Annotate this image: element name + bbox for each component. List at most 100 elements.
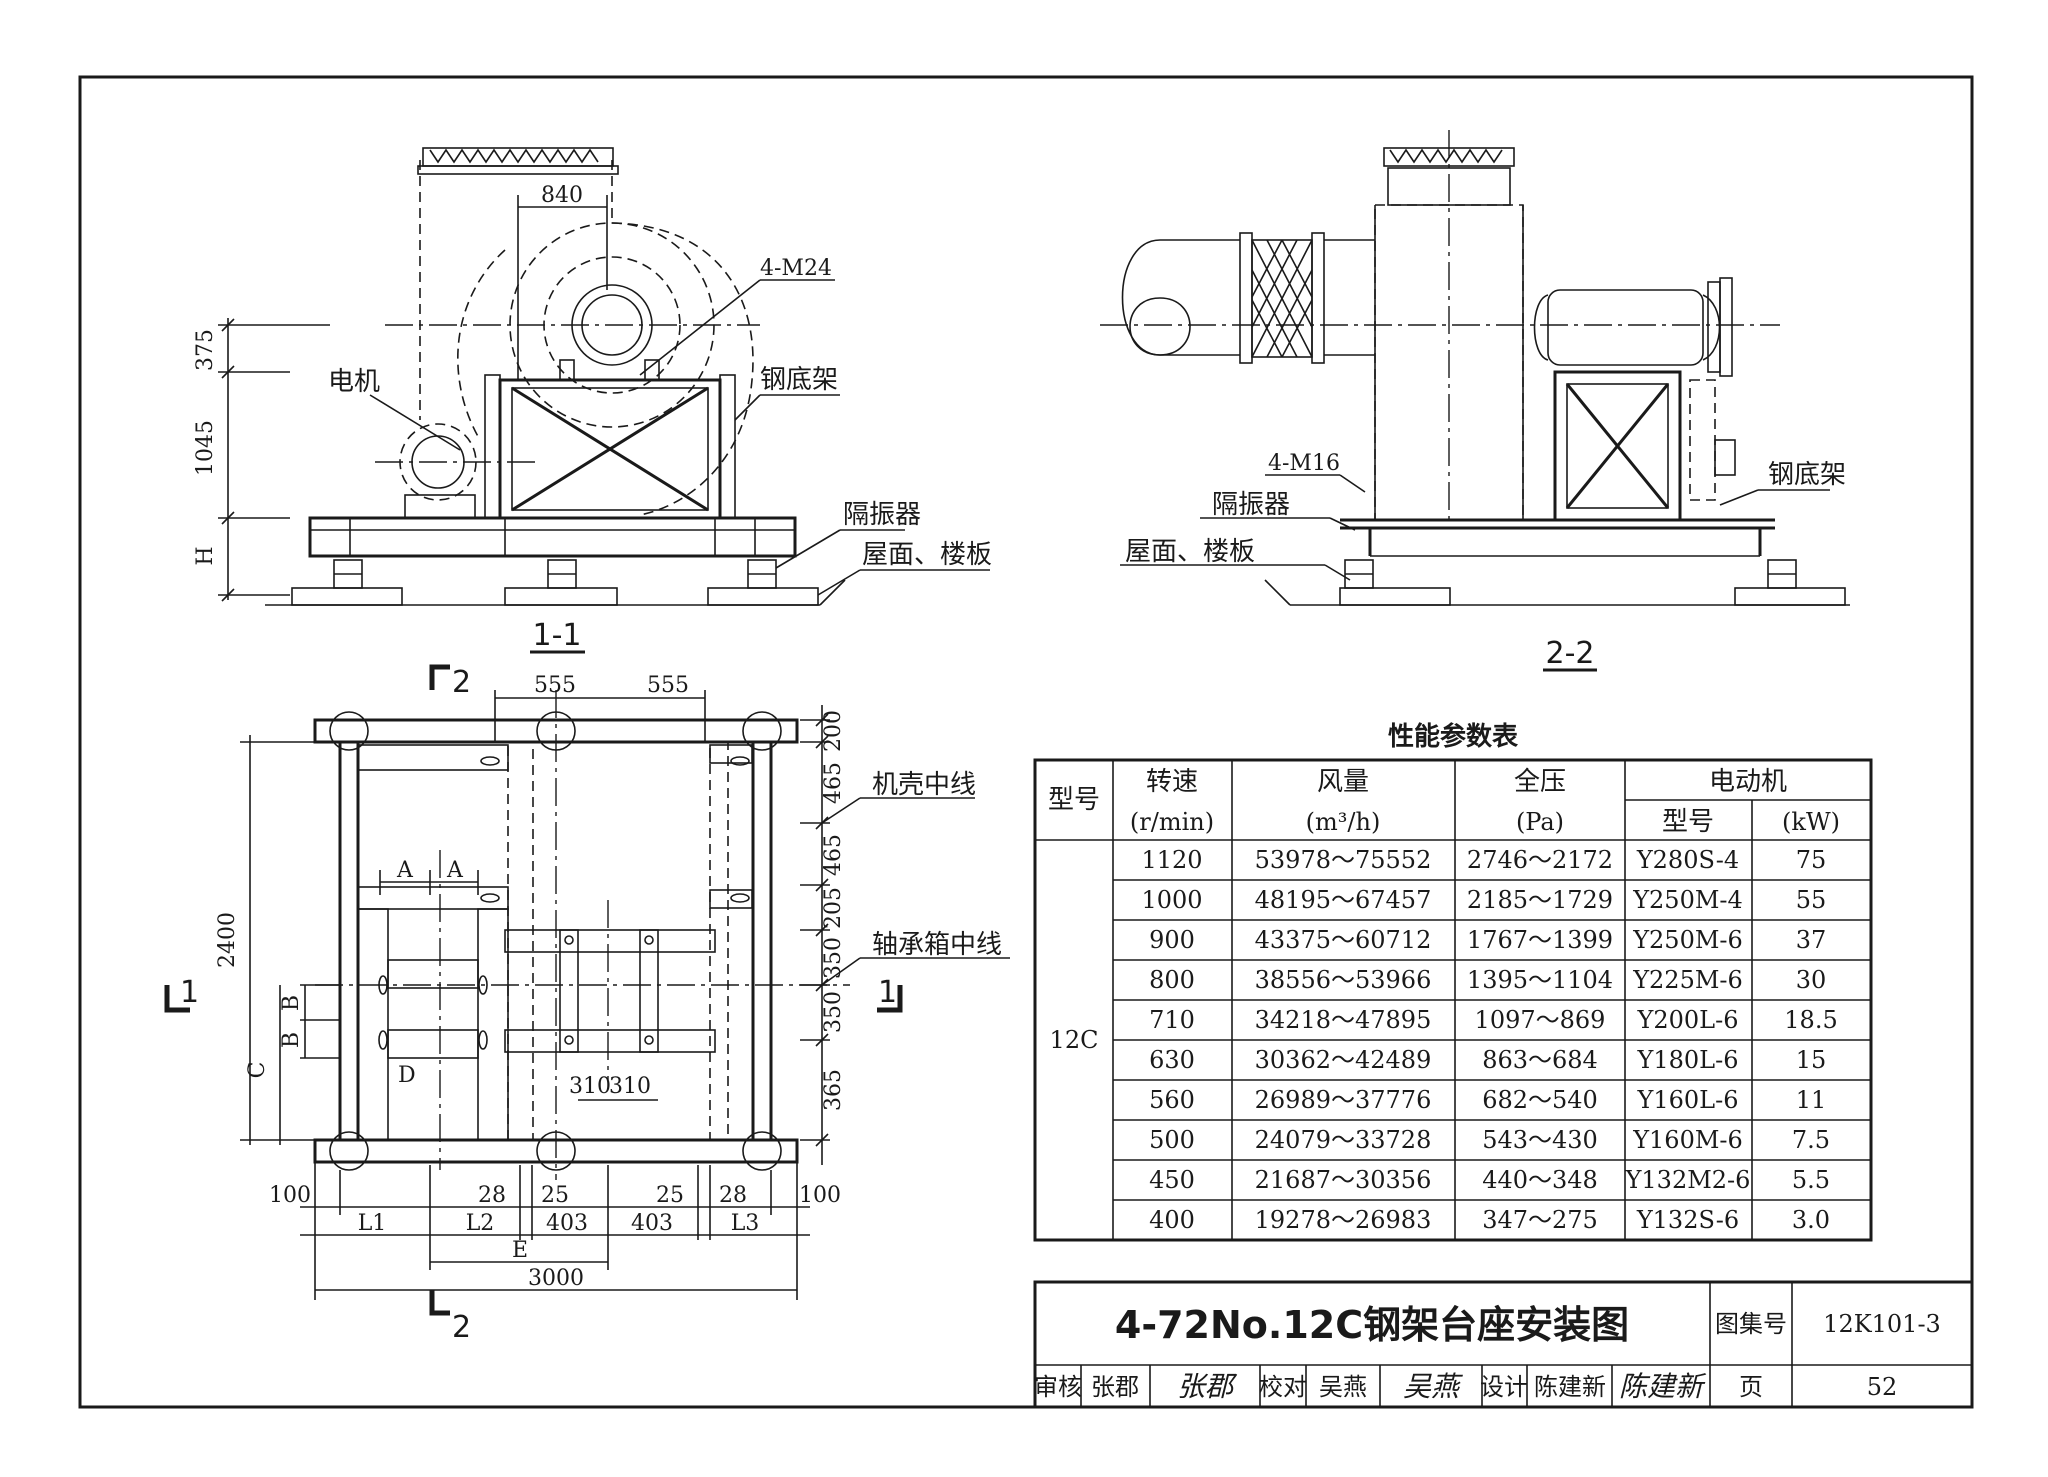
cell-motor-model: Y160L-6: [1637, 1086, 1739, 1114]
th-model: 型号: [1048, 785, 1100, 815]
cell-flow: 38556～53966: [1255, 966, 1432, 994]
check-label: 校对: [1259, 1373, 1307, 1401]
cell-motor-model: Y250M-4: [1632, 886, 1743, 914]
cell-flow: 30362～42489: [1255, 1046, 1432, 1074]
dim-b-1: B: [279, 995, 304, 1011]
cut-mark-1-left: [164, 985, 190, 1013]
cell-speed: 400: [1149, 1206, 1195, 1234]
dim-403-left: 403: [546, 1211, 588, 1236]
dim-total-3000: 3000: [528, 1266, 584, 1291]
cell-flow: 34218～47895: [1255, 1006, 1432, 1034]
cell-motor-power: 15: [1796, 1046, 1827, 1074]
table-row: 800 38556～53966 1395～1104 Y225M-6 30: [1149, 966, 1826, 994]
cell-motor-model: Y225M-6: [1632, 966, 1743, 994]
dim-top-1: 555: [534, 673, 576, 698]
cell-pressure: 863～684: [1482, 1046, 1598, 1074]
cell-pressure: 440～348: [1482, 1166, 1598, 1194]
label-frame-1-1: 钢底架: [760, 365, 838, 395]
cell-motor-power: 18.5: [1784, 1006, 1837, 1034]
dim-bottom-100-left: 100: [269, 1183, 311, 1208]
label-bolt-m24: 4-M24: [760, 256, 832, 281]
cell-speed: 1000: [1141, 886, 1202, 914]
atlas-number-value: 12K101-3: [1823, 1310, 1941, 1338]
cell-motor-model: Y132S-6: [1636, 1206, 1739, 1234]
check-signature: 吴燕: [1403, 1370, 1463, 1403]
dim-c: C: [245, 1062, 270, 1079]
cell-motor-power: 30: [1796, 966, 1827, 994]
design-name: 陈建新: [1534, 1373, 1606, 1401]
dim-a-2: A: [446, 858, 464, 883]
label-motor-1-1: 电机: [328, 367, 380, 397]
label-floor-2-2: 屋面、楼板: [1125, 537, 1255, 567]
dim-e: E: [512, 1238, 528, 1263]
review-signature: 张郡: [1177, 1370, 1238, 1403]
cut-mark-2-bottom: [429, 1290, 450, 1316]
dim-d: D: [398, 1063, 416, 1088]
dim-bottom-100-right: 100: [799, 1183, 841, 1208]
dim-right-4: 205: [821, 887, 846, 929]
dim-310-1: 310: [569, 1074, 611, 1099]
dim-right-6: 350: [821, 991, 846, 1033]
cut-mark-2-top: [429, 664, 450, 690]
dim-bottom-28-right: 28: [719, 1183, 747, 1208]
cell-speed: 450: [1149, 1166, 1195, 1194]
cell-speed: 630: [1149, 1046, 1195, 1074]
cell-pressure: 543～430: [1482, 1126, 1598, 1154]
th-motor: 电动机: [1709, 767, 1787, 797]
cut-label-1-left: 1: [180, 975, 199, 1010]
cell-motor-model: Y250M-6: [1632, 926, 1743, 954]
design-signature: 陈建新: [1619, 1370, 1707, 1403]
cell-pressure: 2185～1729: [1467, 886, 1613, 914]
section-view-2-2: [1100, 130, 1850, 672]
drawing-title: 4-72No.12C钢架台座安装图: [1115, 1303, 1629, 1347]
cell-flow: 24079～33728: [1255, 1126, 1432, 1154]
cell-motor-model: Y180L-6: [1637, 1046, 1739, 1074]
cell-flow: 19278～26983: [1255, 1206, 1432, 1234]
dim-l2: L2: [466, 1211, 495, 1236]
cell-motor-model: Y132M2-6: [1625, 1166, 1751, 1194]
dim-total-2400: 2400: [215, 912, 240, 968]
dim-l1: L1: [358, 1211, 387, 1236]
cut-mark-1-right: [877, 985, 903, 1013]
cell-motor-power: 75: [1796, 846, 1827, 874]
dim-right-7: 365: [821, 1069, 846, 1111]
dim-bottom-25-right: 25: [656, 1183, 684, 1208]
cell-pressure: 1395～1104: [1467, 966, 1613, 994]
cell-motor-model: Y280S-4: [1636, 846, 1739, 874]
th-motor-model: 型号: [1662, 807, 1714, 837]
cell-pressure: 2746～2172: [1467, 846, 1613, 874]
sheet-border: [78, 75, 1974, 1409]
dim-1045: 1045: [193, 420, 218, 476]
th-speed: 转速: [1146, 767, 1198, 797]
cell-motor-power: 37: [1796, 926, 1827, 954]
cell-pressure: 347～275: [1482, 1206, 1598, 1234]
table-row: 630 30362～42489 863～684 Y180L-6 15: [1149, 1046, 1826, 1074]
page-number: 52: [1867, 1373, 1898, 1401]
dim-right-2: 465: [821, 762, 846, 804]
cell-flow: 26989～37776: [1255, 1086, 1432, 1114]
dim-bottom-28-left: 28: [478, 1183, 506, 1208]
cell-speed: 560: [1149, 1086, 1195, 1114]
th-pressure-unit: (Pa): [1516, 808, 1564, 836]
cell-pressure: 1767～1399: [1467, 926, 1613, 954]
label-isolator-2-2: 隔振器: [1212, 490, 1290, 520]
label-frame-2-2: 钢底架: [1768, 460, 1846, 490]
label-casing-centerline: 机壳中线: [872, 770, 976, 800]
label-isolator-1-1: 隔振器: [843, 500, 921, 530]
dim-840: 840: [541, 183, 583, 208]
cell-motor-power: 11: [1796, 1086, 1827, 1114]
cell-pressure: 1097～869: [1475, 1006, 1606, 1034]
cell-speed: 800: [1149, 966, 1195, 994]
cell-flow: 43375～60712: [1255, 926, 1432, 954]
cell-motor-model: Y160M-6: [1632, 1126, 1743, 1154]
cut-label-2-top: 2: [452, 665, 471, 700]
